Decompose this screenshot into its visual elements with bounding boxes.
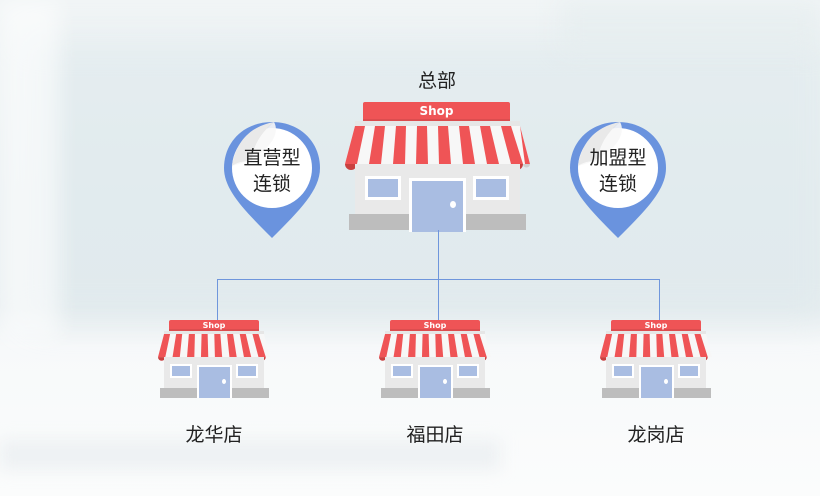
shop-sign: Shop: [611, 320, 701, 331]
branch-store-icon: Shop: [379, 318, 491, 398]
window: [391, 364, 413, 378]
map-pin-icon: [224, 122, 320, 238]
window: [236, 364, 258, 378]
headquarters-store-icon: Shop: [345, 100, 530, 232]
headquarters-label: 总部: [417, 70, 457, 92]
branch-store-icon: Shop: [600, 318, 712, 398]
branch-label: 龙岗店: [627, 424, 685, 446]
chain-type-line1: 加盟型: [589, 147, 647, 169]
shop-sign: Shop: [363, 102, 510, 121]
map-pin-icon: [570, 122, 666, 238]
window: [612, 364, 634, 378]
door: [409, 178, 466, 232]
connector-left: [217, 279, 218, 320]
awning-icon: [158, 334, 270, 361]
franchise-chain-pin: 加盟型 连锁: [568, 118, 668, 240]
window: [170, 364, 192, 378]
connector-right: [659, 279, 660, 320]
door: [418, 365, 453, 398]
connector-bus: [217, 279, 660, 280]
chain-type-line2: 连锁: [598, 173, 637, 195]
branch-label: 龙华店: [185, 424, 243, 446]
window: [473, 176, 509, 200]
direct-chain-pin: 直营型 连锁: [222, 118, 322, 240]
shop-sign: Shop: [169, 320, 259, 331]
chain-type-line1: 直营型: [243, 147, 301, 169]
window: [365, 176, 401, 200]
window: [457, 364, 479, 378]
branch-store-icon: Shop: [158, 318, 270, 398]
connector-trunk: [438, 230, 439, 320]
window: [678, 364, 700, 378]
door: [197, 365, 232, 398]
awning-icon: [600, 334, 712, 361]
chain-type-line2: 连锁: [252, 173, 291, 195]
shop-sign: Shop: [390, 320, 480, 331]
branch-label: 福田店: [406, 424, 464, 446]
door: [639, 365, 674, 398]
